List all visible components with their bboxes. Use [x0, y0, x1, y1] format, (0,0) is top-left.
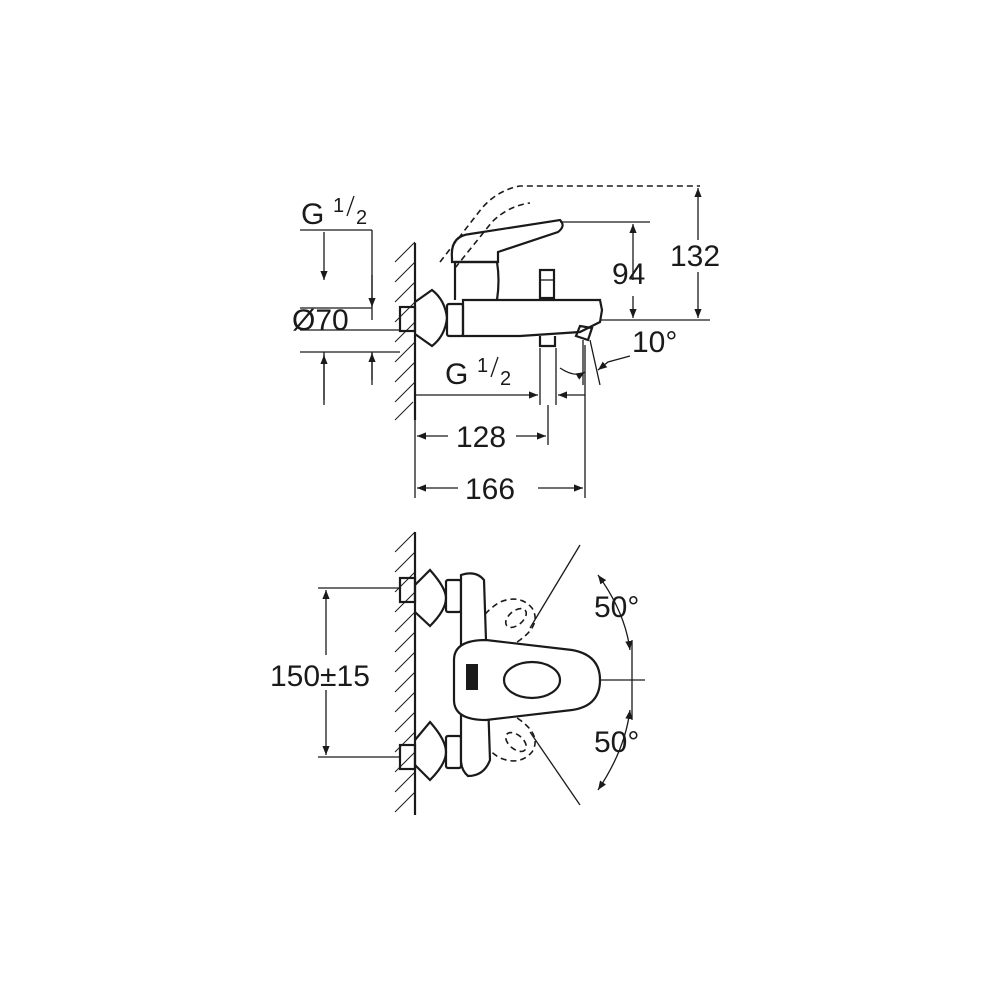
- rotation-angle-dimensions: 50° 50°: [529, 544, 645, 806]
- thread-fraction-den-bottom: 2: [500, 368, 511, 390]
- height-94-label: 94: [612, 258, 645, 291]
- length-128-label: 128: [456, 421, 506, 454]
- mixer-body-side: [398, 218, 604, 348]
- height-dimensions: 94 132: [560, 188, 720, 321]
- diameter-label: Ø70: [292, 304, 349, 337]
- side-view: G 1 2 Ø70 94 132 10°: [292, 185, 720, 506]
- wall-top-view: [394, 531, 417, 815]
- thread-label-bottom: G: [445, 358, 468, 391]
- lever-raised-ghost: [439, 185, 700, 269]
- angle-lower-label: 50°: [594, 726, 639, 759]
- mixer-body-top: [398, 568, 602, 782]
- thread-dimension-top: G 1 2: [300, 195, 400, 405]
- length-166-dimension: 166: [417, 345, 586, 506]
- top-view: 150±15 50° 50°: [270, 531, 645, 815]
- angle-10-label: 10°: [632, 326, 677, 359]
- length-128-dimension: 128: [414, 405, 549, 498]
- thread-fraction-den-top: 2: [356, 207, 367, 229]
- thread-label-top: G: [301, 198, 324, 231]
- height-132-label: 132: [670, 240, 720, 273]
- spout-angle-dimension: 10°: [559, 326, 677, 386]
- spacing-label: 150±15: [270, 660, 370, 693]
- thread-fraction-num-bottom: 1: [477, 355, 488, 377]
- thread-dimension-bottom: G 1 2: [415, 348, 585, 405]
- length-166-label: 166: [465, 473, 515, 506]
- spacing-dimension: 150±15: [270, 587, 400, 758]
- angle-upper-label: 50°: [594, 591, 639, 624]
- thread-fraction-num-top: 1: [333, 195, 344, 217]
